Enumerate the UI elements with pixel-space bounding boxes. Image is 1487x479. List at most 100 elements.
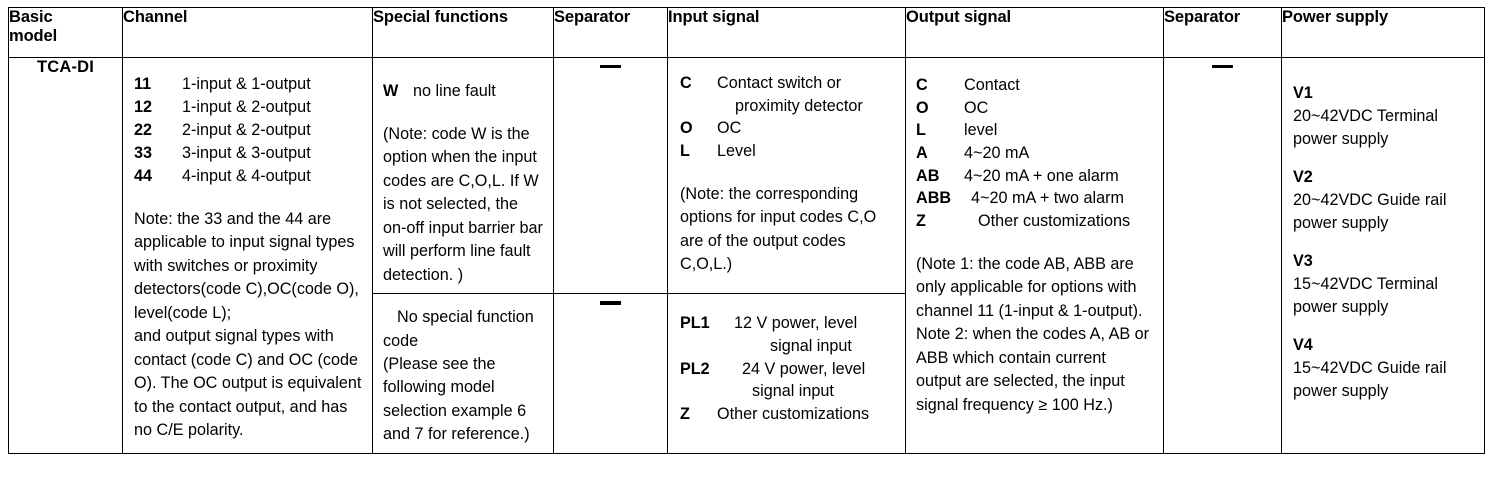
- input-signal-option[interactable]: C Contact switch or proximity detector: [680, 72, 897, 117]
- special-function-option[interactable]: W no line fault: [383, 80, 544, 103]
- input-signal-code: C: [680, 74, 692, 92]
- channel-option-code: 44: [134, 167, 153, 185]
- cell-input-signal-bottom: PL1 12 V power, level signal input PL2 2…: [667, 293, 906, 454]
- special-function-desc: no line fault: [413, 82, 496, 100]
- cell-special-functions-bottom: No special function code (Please see the…: [372, 293, 554, 454]
- input-signal-desc: Contact switch or proximity detector: [717, 72, 897, 117]
- cell-channel: 11 1-input & 1-output 12 1-input & 2-out…: [122, 57, 373, 454]
- input-signal-desc-line2: signal input: [770, 337, 852, 356]
- cell-separator-1-top: [553, 56, 668, 295]
- input-signal-option[interactable]: PL1 12 V power, level signal input: [680, 312, 897, 357]
- power-supply-code: V3: [1293, 252, 1313, 270]
- output-signal-desc: 4~20 mA: [964, 144, 1030, 163]
- header-basic-model-line2: model: [9, 27, 58, 46]
- output-signal-option[interactable]: ABB 4~20 mA + two alarm: [916, 187, 1153, 210]
- header-power-supply: Power supply: [1281, 7, 1485, 58]
- output-signal-desc: 4~20 mA + one alarm: [964, 166, 1119, 185]
- power-supply-option[interactable]: V1 20~42VDC Terminal power supply: [1293, 82, 1474, 151]
- output-signal-option[interactable]: L level: [916, 119, 1153, 142]
- cell-basic-model: TCA-DI: [8, 57, 123, 454]
- spacer: [134, 188, 362, 208]
- channel-option[interactable]: 11 1-input & 1-output: [134, 73, 362, 96]
- input-signal-option[interactable]: PL2 24 V power, level signal input: [680, 358, 897, 403]
- cell-separator-1-bottom: [553, 293, 668, 454]
- output-signal-option[interactable]: O OC: [916, 97, 1153, 120]
- cell-input-signal-top: C Contact switch or proximity detector O…: [667, 56, 906, 295]
- special-function-no-code-title: No special function: [397, 308, 534, 327]
- output-signal-desc: OC: [964, 98, 989, 117]
- input-signal-desc-line1: Contact switch or: [717, 74, 842, 92]
- table-header-row: Basic model Channel Special functions Se…: [8, 7, 1485, 58]
- input-signal-code: O: [680, 119, 693, 138]
- power-supply-option[interactable]: V3 15~42VDC Terminal power supply: [1293, 250, 1474, 319]
- header-input-signal: Input signal: [667, 7, 906, 58]
- cell-power-supply: V1 20~42VDC Terminal power supply V2 20~…: [1281, 57, 1485, 454]
- output-signal-option[interactable]: Z Other customizations: [916, 210, 1153, 233]
- channel-option-desc: 1-input & 1-output: [182, 75, 311, 93]
- output-signal-desc: Contact: [964, 76, 1020, 94]
- model-selection-table: Basic model Channel Special functions Se…: [8, 7, 1485, 454]
- spacer: [1293, 319, 1474, 334]
- output-signal-code: ABB: [916, 189, 952, 208]
- channel-option-desc: 4-input & 4-output: [182, 167, 311, 185]
- input-signal-desc-line1: 12 V power, level: [734, 314, 858, 333]
- power-supply-desc: 20~42VDC Terminal power supply: [1293, 107, 1439, 148]
- input-signal-desc-line2: signal input: [752, 382, 834, 401]
- input-signal-desc: 24 V power, level signal input: [734, 358, 897, 403]
- channel-option-code: 12: [134, 98, 153, 116]
- channel-option[interactable]: 22 2-input & 2-output: [134, 119, 362, 142]
- output-signal-desc: level: [964, 121, 998, 140]
- cell-separator-2: [1163, 57, 1282, 454]
- channel-option-desc: 2-input & 2-output: [182, 121, 311, 139]
- header-basic-model: Basic model: [8, 7, 123, 58]
- input-signal-option[interactable]: L Level: [680, 140, 897, 163]
- power-supply-code: V4: [1293, 336, 1313, 354]
- input-signal-code: PL2: [680, 359, 710, 378]
- power-supply-code: V1: [1293, 84, 1313, 102]
- output-signal-code: L: [916, 121, 926, 140]
- input-signal-option[interactable]: O OC: [680, 117, 897, 140]
- input-signal-desc: OC: [717, 119, 742, 138]
- input-signal-desc: Level: [717, 142, 756, 161]
- channel-option[interactable]: 33 3-input & 3-output: [134, 142, 362, 165]
- header-separator-1: Separator: [553, 7, 668, 58]
- spacer: [1293, 151, 1474, 166]
- output-signal-desc: 4~20 mA + two alarm: [971, 189, 1124, 208]
- channel-option[interactable]: 44 4-input & 4-output: [134, 165, 362, 188]
- separator-dash-icon: [1212, 65, 1233, 69]
- special-function-code: W: [383, 82, 399, 100]
- channel-option-list: 11 1-input & 1-output 12 1-input & 2-out…: [134, 73, 362, 188]
- channel-note-part2: and output signal types with contact (co…: [134, 327, 362, 440]
- header-basic-model-line1: Basic: [9, 8, 53, 26]
- channel-option[interactable]: 12 1-input & 2-output: [134, 96, 362, 119]
- output-signal-option[interactable]: AB 4~20 mA + one alarm: [916, 165, 1153, 188]
- output-signal-code: C: [916, 76, 928, 94]
- power-supply-option[interactable]: V4 15~42VDC Guide rail power supply: [1293, 334, 1474, 403]
- channel-option-desc: 1-input & 2-output: [182, 98, 311, 116]
- power-supply-desc: 15~42VDC Terminal power supply: [1293, 275, 1439, 316]
- output-signal-code: AB: [916, 166, 940, 185]
- cell-special-functions-top: W no line fault (Note: code W is the opt…: [372, 56, 554, 295]
- power-supply-code: V2: [1293, 168, 1313, 186]
- input-signal-desc: 12 V power, level signal input: [734, 312, 897, 357]
- output-signal-option[interactable]: A 4~20 mA: [916, 142, 1153, 165]
- output-signal-desc: Other customizations: [978, 212, 1131, 231]
- header-separator-2: Separator: [1163, 7, 1282, 58]
- input-signal-code: Z: [680, 405, 690, 424]
- power-supply-desc: 15~42VDC Guide rail power supply: [1293, 359, 1447, 400]
- power-supply-option[interactable]: V2 20~42VDC Guide rail power supply: [1293, 166, 1474, 235]
- special-function-no-code[interactable]: No special function code: [383, 306, 544, 352]
- channel-note: Note: the 33 and the 44 are applicable t…: [134, 210, 359, 322]
- special-function-no-code-title-cont: code: [383, 331, 419, 350]
- output-signal-code: A: [916, 144, 928, 163]
- channel-option-code: 33: [134, 144, 153, 162]
- channel-option-code: 22: [134, 121, 153, 139]
- output-signal-code: O: [916, 98, 929, 117]
- output-signal-note: (Note 1: the code AB, ABB are only appli…: [916, 254, 1150, 414]
- channel-option-desc: 3-input & 3-output: [182, 144, 311, 162]
- header-special-functions: Special functions: [372, 7, 554, 58]
- input-signal-code: L: [680, 142, 690, 161]
- output-signal-option[interactable]: C Contact: [916, 74, 1153, 97]
- input-signal-option[interactable]: Z Other customizations: [680, 403, 897, 426]
